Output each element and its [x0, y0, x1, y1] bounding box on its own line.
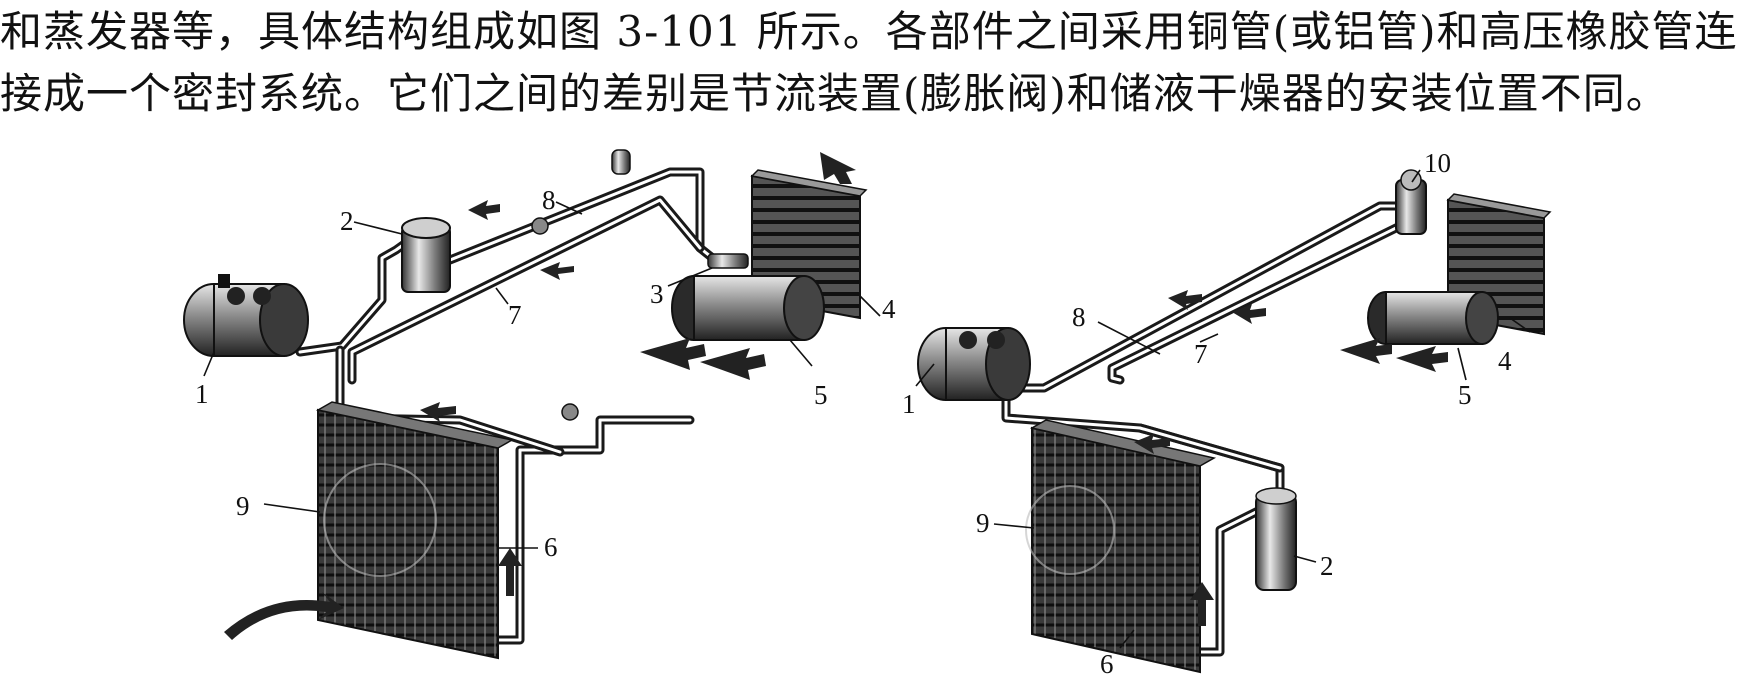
left-compressor [183, 274, 309, 357]
left-label-8: 8 [542, 185, 556, 215]
right-compressor [917, 327, 1031, 401]
left-callouts: 1 2 3 4 5 6 7 8 9 [195, 185, 896, 562]
left-label-5: 5 [814, 380, 828, 410]
left-condenser [315, 401, 515, 660]
left-blower [671, 275, 825, 341]
left-diagram: 1 2 3 4 5 6 7 8 9 [183, 149, 896, 660]
left-label-7: 7 [508, 300, 522, 330]
right-label-9: 9 [976, 508, 990, 538]
left-expansion-valve [707, 253, 749, 269]
right-label-2: 2 [1320, 551, 1334, 581]
left-receiver-drier [401, 217, 451, 293]
right-label-10: 10 [1424, 148, 1451, 178]
right-label-7: 7 [1194, 339, 1208, 369]
right-label-4: 4 [1498, 346, 1512, 376]
right-diagram: 1 2 4 5 6 7 8 9 10 [902, 148, 1552, 678]
right-label-6: 6 [1100, 649, 1114, 678]
right-label-8: 8 [1072, 302, 1086, 332]
left-label-1: 1 [195, 379, 209, 409]
right-airflow-arrows [1134, 290, 1448, 626]
right-label-5: 5 [1458, 380, 1472, 410]
left-label-6: 6 [544, 532, 558, 562]
left-label-9: 9 [236, 491, 250, 521]
right-label-1: 1 [902, 389, 916, 419]
right-pipe-upper [1013, 185, 1415, 393]
left-airflow-arrows [224, 152, 856, 640]
left-label-3: 3 [650, 279, 664, 309]
left-label-4: 4 [882, 294, 896, 324]
right-callouts: 1 2 4 5 6 7 8 9 10 [902, 148, 1531, 678]
right-condenser [1025, 419, 1217, 674]
text-line-2: 接成一个密封系统。它们之间的差别是节流装置(膨胀阀)和储液干燥器的安装位置不同。 [0, 69, 1669, 118]
left-top-valve [611, 149, 631, 175]
text-line-1: 和蒸发器等，具体结构组成如图 3-101 所示。各部件之间采用铜管(或铝管)和高… [0, 7, 1738, 56]
right-receiver-drier [1255, 487, 1297, 591]
right-expansion-valve [1395, 169, 1427, 235]
right-blower [1367, 291, 1499, 345]
left-label-2: 2 [340, 206, 354, 236]
